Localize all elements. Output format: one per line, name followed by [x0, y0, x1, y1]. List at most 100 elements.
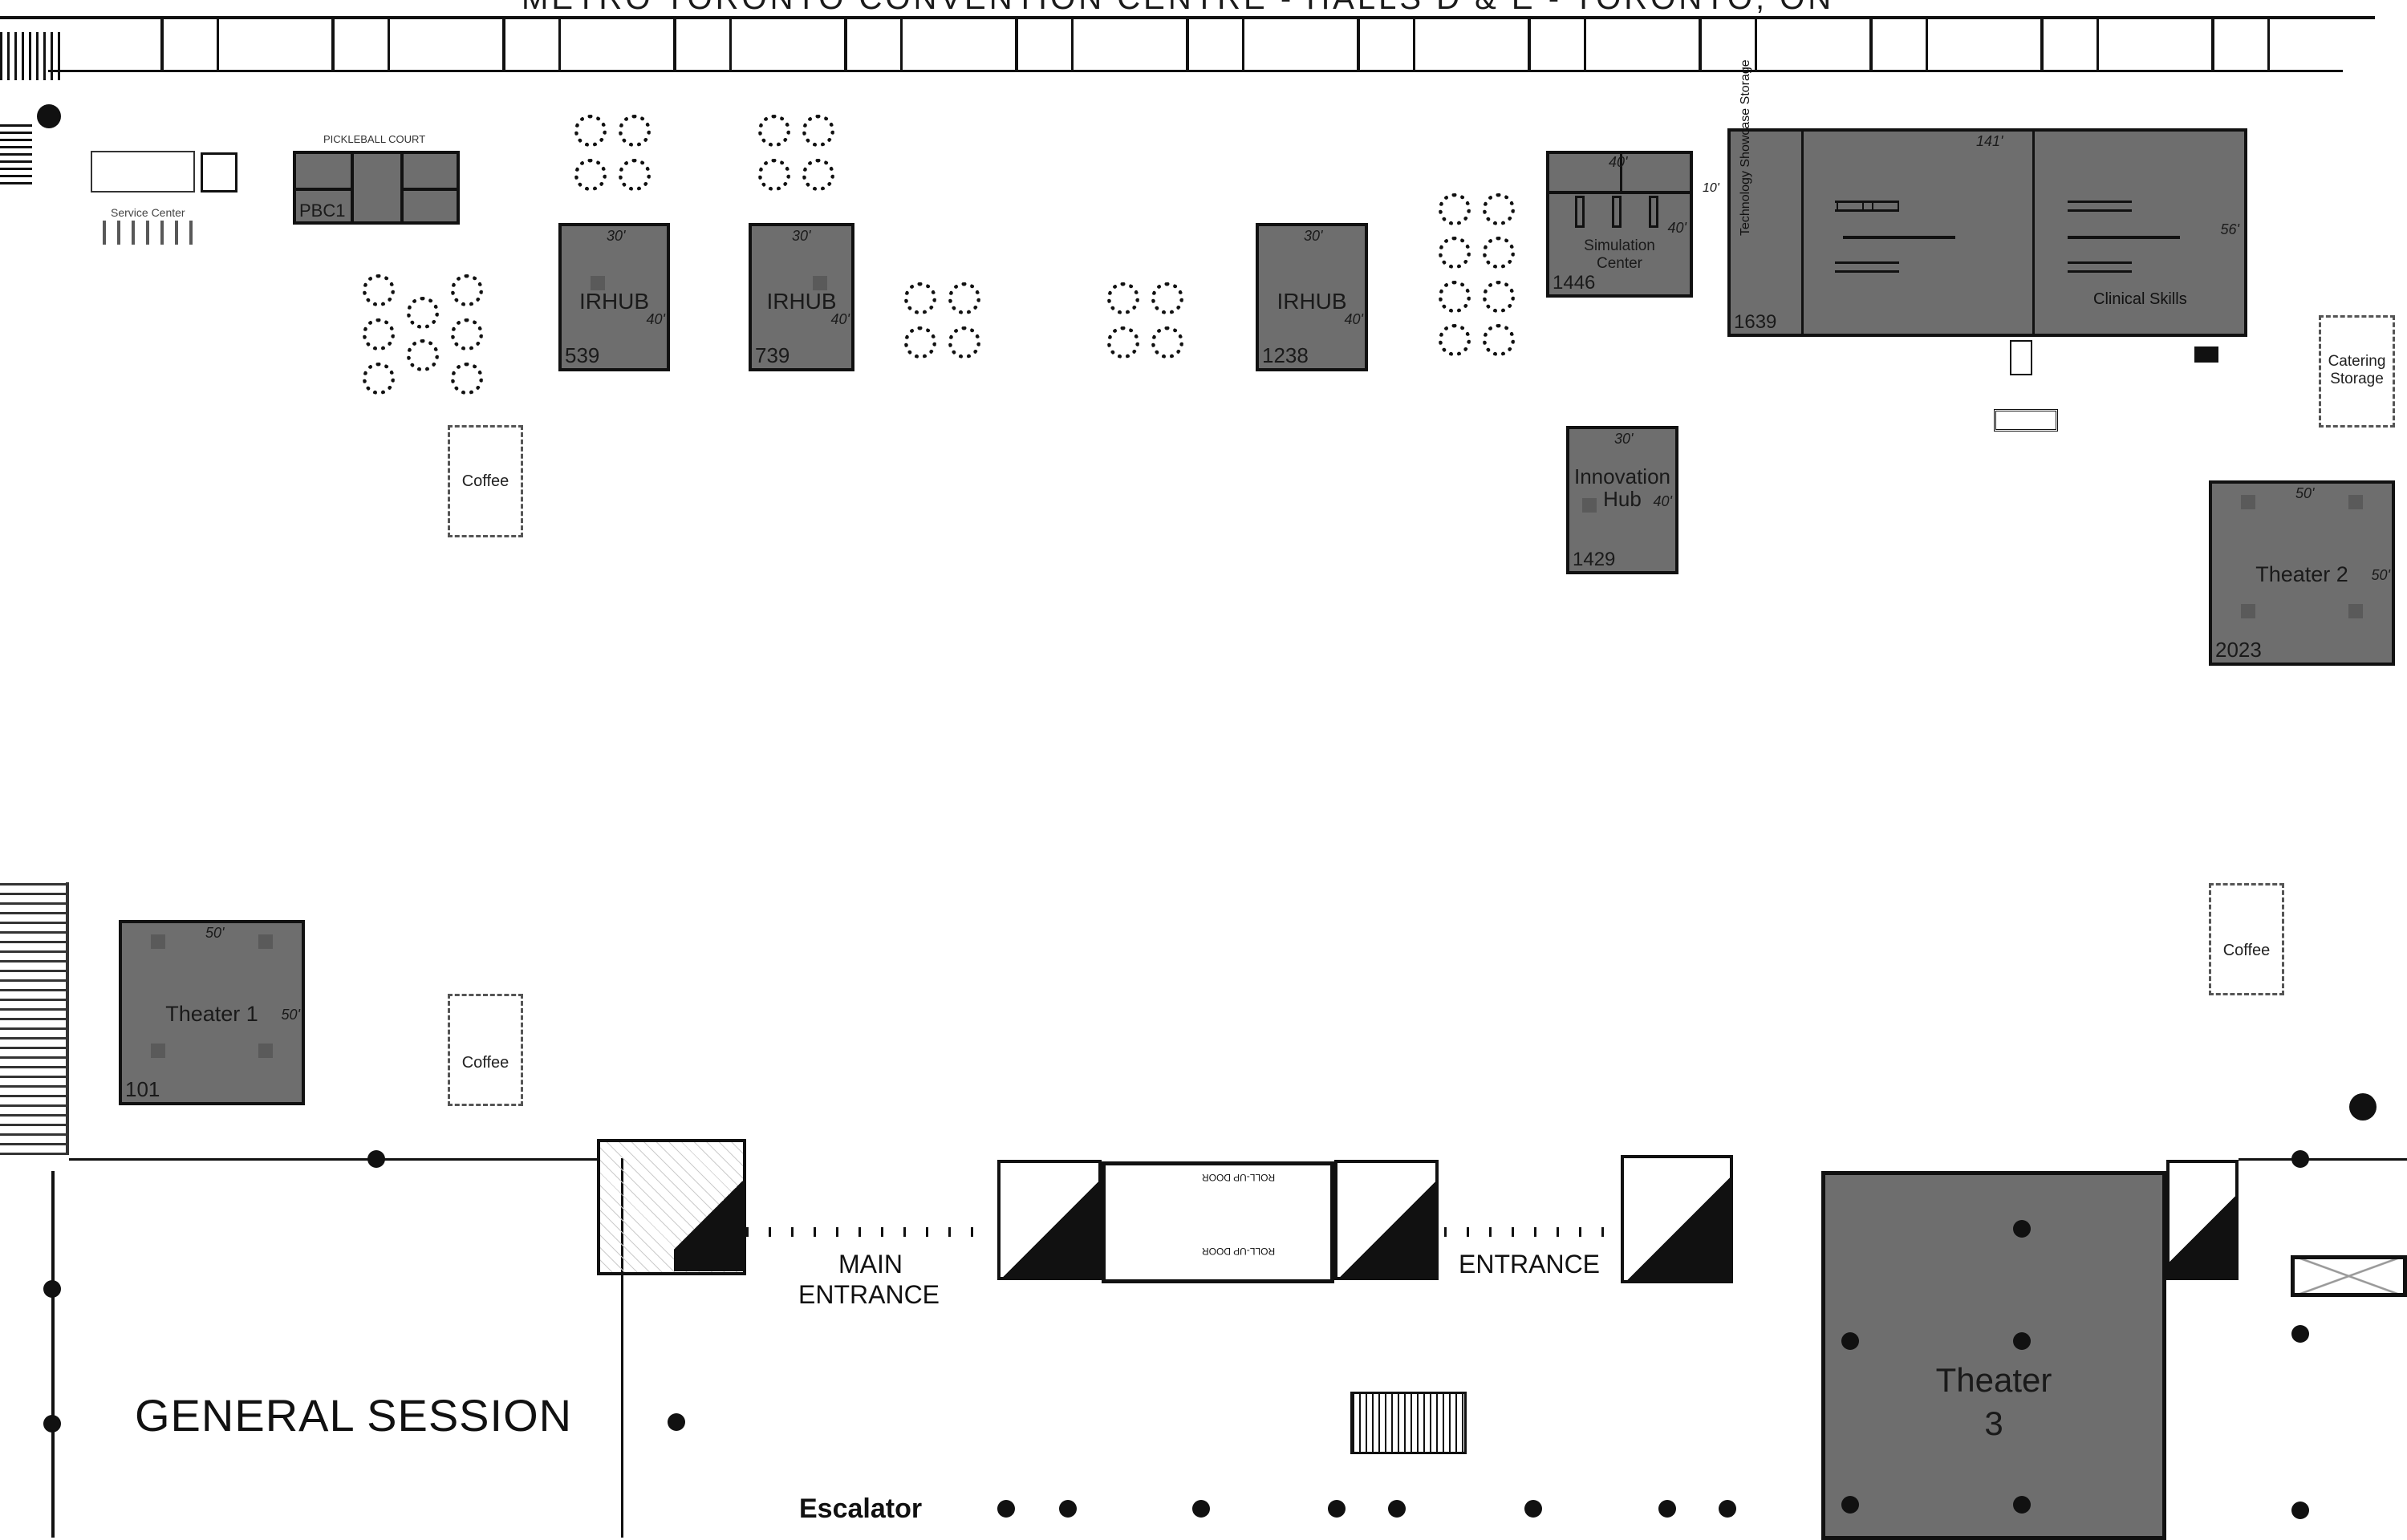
coffee-station[interactable]: Coffee [448, 425, 523, 537]
map-title: METRO TORONTO CONVENTION CENTRE - HALLS … [522, 0, 1834, 17]
main-entrance-label-line2: ENTRANCE [798, 1280, 940, 1309]
round-table [574, 159, 607, 191]
partition-wall [1801, 132, 1804, 334]
booth-marker [813, 276, 827, 290]
booth-depth: 56' [2220, 221, 2239, 237]
exam-tables [2068, 261, 2132, 273]
rollup-door-label: ROLL-UP DOOR [1202, 1172, 1276, 1183]
court-net [351, 154, 354, 221]
station [1649, 196, 1658, 228]
coffee-station[interactable]: Coffee [448, 994, 523, 1106]
round-table [904, 282, 936, 314]
stairs-left [0, 882, 69, 1155]
round-table [1483, 193, 1515, 225]
booth-width: 40' [1609, 154, 1628, 170]
round-table [1151, 282, 1183, 314]
column [43, 1280, 61, 1298]
booth-name: IRHUB [1277, 289, 1347, 314]
divider-line [1843, 236, 1955, 239]
round-table [1483, 324, 1515, 356]
booth-number: 1429 [1573, 549, 1616, 570]
catering-storage[interactable]: Catering Storage [2319, 315, 2395, 428]
round-table [363, 318, 395, 351]
partition-wall [1620, 154, 1622, 191]
divider-line [2068, 236, 2180, 239]
booth-theater-3[interactable]: Theater 3 [1821, 1171, 2166, 1540]
round-table [451, 274, 483, 306]
entrance-label: ENTRANCE [1459, 1250, 1601, 1279]
booth-name: Theater 2 [2255, 562, 2348, 586]
round-table [619, 115, 651, 147]
round-table [1439, 324, 1471, 356]
booth-name: IRHUB [766, 289, 837, 314]
booth-number: 101 [125, 1077, 160, 1101]
stairs-top-left-2 [0, 120, 32, 184]
booth-width: 30' [1614, 431, 1634, 447]
booth-depth: 40' [646, 311, 665, 327]
column [1719, 1500, 1736, 1518]
round-table [948, 326, 980, 359]
partition-wall [2032, 132, 2035, 334]
booth-marker [2241, 604, 2255, 618]
hall-divider-wall [2239, 1158, 2407, 1161]
booth-name: Theater 1 [165, 1002, 258, 1026]
booth-marker [2348, 604, 2363, 618]
booth-irhub-539[interactable]: 30' IRHUB 40' 539 [558, 223, 670, 371]
booth-innovation-hub[interactable]: 30' Innovation Hub 40' 1429 [1566, 426, 1678, 574]
column [43, 1415, 61, 1433]
round-table [619, 159, 651, 191]
service-center-office [201, 152, 237, 192]
round-table [1107, 282, 1139, 314]
booth-number: 2023 [2215, 638, 2262, 662]
booth-name: IRHUB [578, 289, 650, 314]
booth-name-line1: Innovation [1574, 464, 1670, 488]
court-line [296, 188, 351, 191]
left-outer-wall [51, 1171, 55, 1538]
column [1841, 1332, 1859, 1350]
hall-divider-wall [69, 1158, 599, 1161]
booth-theater-2[interactable]: 50' Theater 2 50' 2023 [2209, 480, 2395, 666]
rollup-door-room[interactable]: ROLL-UP DOOR ROLL-UP DOOR [1102, 1161, 1334, 1283]
booth-marker [2348, 495, 2363, 509]
booth-marker [591, 276, 605, 290]
column [2349, 1093, 2377, 1121]
round-table [904, 326, 936, 359]
escalator-label: Escalator [799, 1493, 923, 1524]
booth-theater-1[interactable]: 50' Theater 1 50' 101 [119, 920, 305, 1105]
round-table [1107, 326, 1139, 359]
round-table [758, 159, 790, 191]
aisle-dimension: 10' [1703, 181, 1719, 195]
partition-wall [1549, 191, 1690, 194]
booth-pickleball-court[interactable]: PBC1 [293, 151, 460, 225]
stair-core [2166, 1160, 2239, 1280]
booth-name-line2: Hub [1603, 487, 1642, 511]
booth-number: 539 [565, 343, 600, 367]
column [1388, 1500, 1406, 1518]
column [2013, 1220, 2031, 1238]
booth-name-line1: Theater [1935, 1361, 2052, 1399]
round-table [802, 159, 834, 191]
freight-elevator [2291, 1255, 2407, 1297]
booth-number: 1238 [1262, 343, 1309, 367]
storage-label: Technology Showcase Storage [1739, 59, 1752, 236]
escalator-stairs [1350, 1392, 1467, 1454]
booth-irhub-1238[interactable]: 30' IRHUB 40' 1238 [1256, 223, 1368, 371]
column [1192, 1500, 1210, 1518]
booth-depth: 40' [1667, 220, 1687, 236]
coffee-label: Coffee [2222, 942, 2271, 959]
booth-width: 30' [1304, 228, 1323, 244]
main-entrance-doors [746, 1227, 987, 1237]
service-center-counter [91, 151, 195, 192]
column-marker [37, 104, 61, 128]
booth-number: PBC1 [299, 201, 346, 221]
booth-name-line2: 3 [1984, 1404, 2003, 1442]
exam-tables [1835, 261, 1899, 273]
stairs-top-left [0, 32, 64, 80]
hands-on-sign [2010, 340, 2032, 375]
coffee-station[interactable]: Coffee [2209, 883, 2284, 995]
booth-clinical-skills[interactable]: Technology Showcase Storage 141' 56' Cli… [1727, 59, 2247, 337]
booth-simulation-center[interactable]: 40' 40' Simulation Center 1446 [1546, 151, 1693, 298]
booth-number: 739 [755, 343, 790, 367]
booth-irhub-739[interactable]: 30' IRHUB 40' 739 [749, 223, 854, 371]
service-center-label: Service Center [111, 206, 185, 219]
